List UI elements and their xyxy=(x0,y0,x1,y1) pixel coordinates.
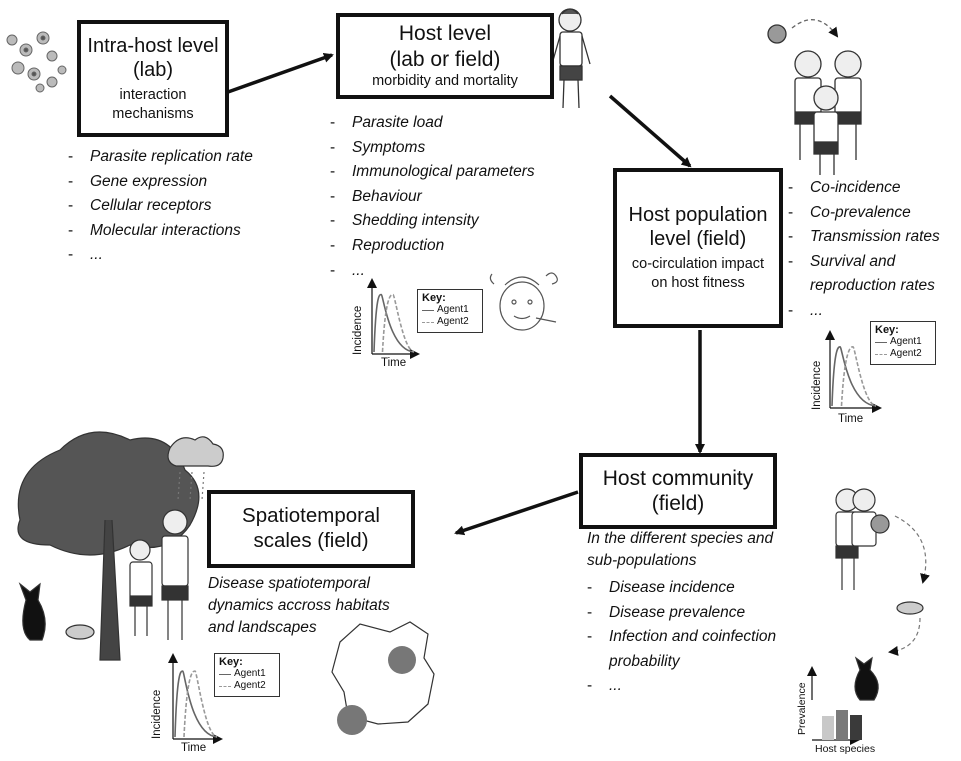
intra-host-list: Parasite replication rate Gene expressio… xyxy=(68,145,253,268)
key-row-agent1: Agent1 xyxy=(219,668,275,680)
key-row-agent2: Agent2 xyxy=(422,316,478,328)
agent2-curve xyxy=(183,670,218,738)
list-item: Survival and xyxy=(788,250,940,275)
agent2-curve xyxy=(840,345,877,407)
person-illustration xyxy=(551,8,591,109)
arrow-host-to-pop xyxy=(608,94,692,168)
prevalence-bar-2 xyxy=(836,710,848,740)
list-item: ... xyxy=(330,259,535,284)
agent2-curve xyxy=(381,293,415,353)
community-illustration xyxy=(835,488,930,701)
list-item: reproduction rates xyxy=(810,277,935,295)
intra-host-title: Intra-host level (lab) xyxy=(87,34,219,81)
key-row-agent1: Agent1 xyxy=(875,336,931,348)
key-row-agent2: Agent2 xyxy=(219,680,275,692)
host-population-list: Co-incidence Co-prevalence Transmission … xyxy=(788,176,940,324)
key-row-agent1: Agent1 xyxy=(422,304,478,316)
key-row-agent2: Agent2 xyxy=(875,348,931,360)
host-level-box: Host level (lab or field) morbidity and … xyxy=(336,13,554,99)
host-population-title: Host population level (field) xyxy=(628,204,768,251)
incidence-key: Key: Agent1 Agent2 xyxy=(417,289,483,333)
list-item: ... xyxy=(788,299,940,324)
incidence-key: Key: Agent1 Agent2 xyxy=(214,653,280,697)
list-item: Molecular interactions xyxy=(68,219,253,244)
prevalence-y-label: Prevalence xyxy=(796,682,808,735)
landscape-illustration xyxy=(17,431,224,661)
list-item: Gene expression xyxy=(68,170,253,195)
incidence-x-label: Time xyxy=(381,357,407,369)
prevalence-chart xyxy=(807,666,862,745)
agent1-curve xyxy=(831,345,877,407)
intra-host-box: Intra-host level (lab) interaction mecha… xyxy=(77,20,229,137)
community-intro: In the different species and sub-populat… xyxy=(587,530,774,569)
list-item: ... xyxy=(68,243,253,268)
incidence-key: Key: Agent1 Agent2 xyxy=(870,321,936,365)
agent1-curve xyxy=(174,670,218,738)
host-level-subtitle: morbidity and mortality xyxy=(372,72,518,89)
spatiotemporal-box: Spatiotemporal scales (field) xyxy=(207,490,415,568)
spatiotemporal-title: Spatiotemporal scales (field) xyxy=(242,504,380,552)
arrow-intra-to-host xyxy=(227,52,334,94)
list-item: Disease incidence xyxy=(587,576,776,601)
list-item: Co-prevalence xyxy=(788,201,940,226)
host-community-title-1: Host community xyxy=(602,466,754,490)
list-item: Disease prevalence xyxy=(587,601,776,626)
host-level-title-1: Host level xyxy=(398,22,492,46)
list-item: Symptoms xyxy=(330,136,535,161)
france-map-illustration xyxy=(331,621,435,735)
list-item: Reproduction xyxy=(330,234,535,259)
list-item: Immunological parameters xyxy=(330,160,535,185)
cells-illustration xyxy=(6,31,67,93)
list-item: Behaviour xyxy=(330,185,535,210)
community-list: Disease incidence Disease prevalence Inf… xyxy=(587,576,776,699)
agent1-curve xyxy=(373,293,415,353)
host-level-title-2: (lab or field) xyxy=(389,47,501,71)
host-community-title-2: (field) xyxy=(651,492,705,515)
list-item: ... xyxy=(587,674,776,699)
incidence-y-label: Incidence xyxy=(811,360,823,410)
list-item: Parasite replication rate xyxy=(68,145,253,170)
list-item: Parasite load xyxy=(330,111,535,136)
list-item: probability xyxy=(609,652,680,670)
people-group-illustration xyxy=(767,19,862,175)
intra-host-subtitle: interaction mechanisms xyxy=(112,86,194,122)
incidence-y-label: Incidence xyxy=(151,689,163,739)
list-item: Cellular receptors xyxy=(68,194,253,219)
host-population-box: Host population level (field) co-circula… xyxy=(613,168,783,328)
list-item: Shedding intensity xyxy=(330,209,535,234)
key-title: Key: xyxy=(422,292,446,304)
list-item: Infection and coinfection xyxy=(587,625,776,650)
incidence-x-label: Time xyxy=(838,413,864,425)
incidence-y-label: Incidence xyxy=(352,305,364,355)
prevalence-bar-1 xyxy=(822,716,834,740)
incidence-x-label: Time xyxy=(181,742,207,754)
key-title: Key: xyxy=(219,656,243,668)
key-title: Key: xyxy=(875,324,899,336)
list-item: Transmission rates xyxy=(788,225,940,250)
spatiotemporal-text: Disease spatiotemporal dynamics accross … xyxy=(208,575,390,636)
prevalence-x-label: Host species xyxy=(815,743,876,755)
host-population-subtitle: co-circulation impact on host fitness xyxy=(631,256,765,291)
list-item: Co-incidence xyxy=(788,176,940,201)
host-community-box: Host community (field) xyxy=(579,453,777,529)
arrow-community-to-spatial xyxy=(454,490,579,536)
prevalence-bar-3 xyxy=(850,715,862,740)
host-level-list: Parasite load Symptoms Immunological par… xyxy=(330,111,535,283)
